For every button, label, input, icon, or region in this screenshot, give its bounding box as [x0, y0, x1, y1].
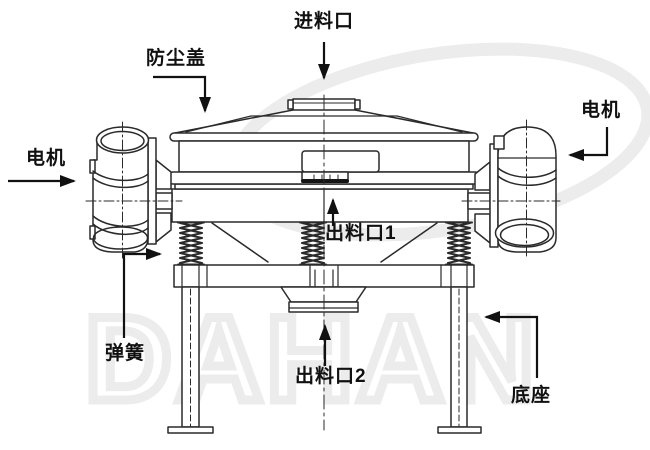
label-base: 底座 — [511, 385, 552, 406]
label-spring: 弹簧 — [105, 343, 146, 364]
outlet1-spout — [301, 150, 380, 183]
spring-arrow — [122, 248, 162, 338]
motor-right-arrow — [568, 127, 609, 161]
motor-left-flange — [147, 137, 157, 245]
support-legs — [167, 286, 482, 434]
foot-plate-left — [167, 426, 214, 434]
motor-right-drawing — [461, 119, 561, 259]
dust-cover-arrow — [153, 75, 211, 113]
label-motor-left: 电机 — [26, 148, 67, 169]
screen-frame-band — [171, 188, 469, 223]
label-outlet-1: 出料口1 — [325, 223, 397, 244]
machine-drawing — [85, 94, 561, 434]
motor-left-drawing — [85, 121, 183, 259]
bottom-cone-edges — [211, 222, 438, 263]
label-motor-right: 电机 — [581, 100, 622, 121]
label-outlet-2: 出料口2 — [295, 366, 367, 387]
spring-left — [177, 221, 205, 266]
base-arrow — [484, 311, 539, 378]
foot-plate-right — [437, 426, 482, 434]
label-feed-inlet: 进料口 — [294, 11, 355, 32]
label-dust-cover: 防尘盖 — [146, 48, 207, 69]
callout-arrows — [8, 42, 609, 378]
